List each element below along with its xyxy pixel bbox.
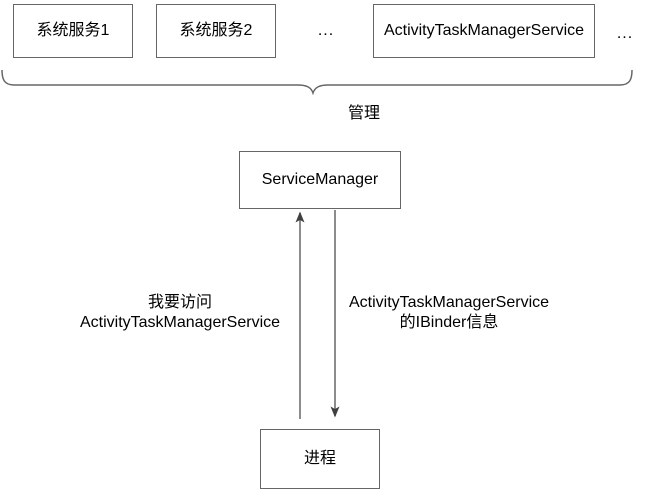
request-arrow-label-line1: 我要访问 bbox=[147, 294, 213, 311]
node-activity-task-manager-service: ActivityTaskManagerService bbox=[373, 4, 595, 58]
request-arrow-label: 我要访问 ActivityTaskManagerService bbox=[80, 293, 280, 333]
node-process: 进程 bbox=[260, 429, 380, 489]
management-brace bbox=[1, 69, 633, 96]
node-process-label: 进程 bbox=[303, 450, 336, 468]
response-arrow-label: ActivityTaskManagerService 的IBinder信息 bbox=[349, 293, 549, 333]
response-arrow-label-line1: ActivityTaskManagerService bbox=[348, 294, 550, 311]
node-activity-task-manager-service-label: ActivityTaskManagerService bbox=[383, 22, 585, 40]
node-system-service-2-label: 系统服务2 bbox=[179, 22, 253, 40]
response-arrow-label-line2: 的IBinder信息 bbox=[399, 314, 499, 331]
node-service-manager-label: ServiceManager bbox=[261, 171, 379, 189]
node-system-service-2: 系统服务2 bbox=[156, 4, 276, 58]
management-brace-label: 管理 bbox=[347, 105, 381, 122]
ellipsis-end-of-row: ... bbox=[616, 25, 634, 42]
node-service-manager: ServiceManager bbox=[239, 151, 401, 209]
request-arrow-label-line2: ActivityTaskManagerService bbox=[79, 314, 281, 331]
node-system-service-1: 系统服务1 bbox=[13, 4, 133, 58]
node-system-service-1-label: 系统服务1 bbox=[36, 22, 110, 40]
ellipsis-between-services: ... bbox=[317, 22, 335, 39]
